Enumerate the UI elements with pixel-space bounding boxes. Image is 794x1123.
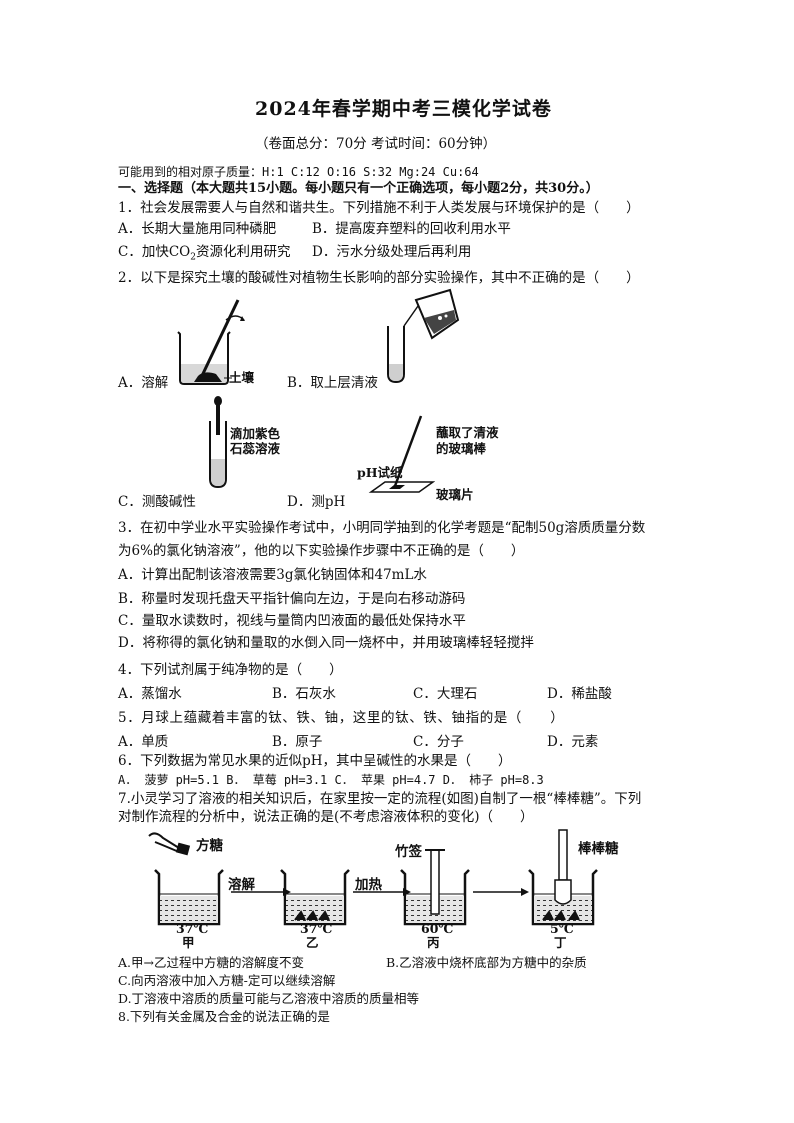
q1-stem: 1．社会发展需要人与自然和谐共生。下列措施不利于人类发展与环境保护的是（ ） bbox=[118, 200, 640, 216]
q2-option-a: A．溶解 bbox=[118, 375, 169, 391]
section-heading: 一、选择题（本大题共15小题。每小题只有一个正确选项，每小题2分，共30分。） bbox=[118, 181, 599, 196]
atomic-masses: 可能用到的相对原子质量：H:1 C:12 O:16 S:32 Mg:24 Cu:… bbox=[118, 165, 479, 179]
temp-bing: 60℃ bbox=[421, 921, 454, 936]
q5-option-a: A．单质 bbox=[118, 734, 169, 750]
q6-stem: 6．下列数据为常见水果的近似pH，其中呈碱性的水果是（ ） bbox=[118, 753, 512, 769]
q4-option-b: B．石灰水 bbox=[272, 686, 336, 702]
q6-options: A． 菠萝 pH=5.1 B． 草莓 pH=3.1 C． 苹果 pH=4.7 D… bbox=[118, 773, 544, 787]
beaker-jia bbox=[154, 869, 224, 926]
skewer-label: 竹签 bbox=[395, 844, 422, 860]
q1-option-a: A．长期大量施用同种磷肥 bbox=[118, 221, 277, 237]
q2-option-d: D．测pH bbox=[287, 494, 346, 510]
soil-label: 土壤 bbox=[229, 370, 255, 385]
q8-stem: 8.下列有关金属及合金的说法正确的是 bbox=[118, 1009, 330, 1024]
q2-figure-dropper bbox=[205, 395, 235, 491]
ph-paper-label: pH试纸 bbox=[357, 465, 403, 480]
name-jia: 甲 bbox=[182, 935, 195, 950]
q5-stem: 5．月球上蕴藏着丰富的钛、铁、铀，这里的钛、铁、铀指的是（ ） bbox=[118, 710, 565, 726]
q7-process-figure bbox=[135, 828, 675, 953]
q4-option-d: D．稀盐酸 bbox=[547, 686, 612, 702]
beaker-ding bbox=[528, 829, 598, 926]
q2-figure-ph-test bbox=[355, 412, 435, 498]
q7-stem-line1: 7.小灵学习了溶液的相关知识后，在家里按一定的流程(如图)自制了一根“棒棒糖”。… bbox=[118, 791, 642, 807]
lollipop-label: 棒棒糖 bbox=[578, 841, 619, 857]
dissolve-label: 溶解 bbox=[228, 877, 255, 893]
q1-option-c: C．加快CO2资源化利用研究 bbox=[118, 244, 291, 263]
temp-ding: 5℃ bbox=[550, 921, 574, 936]
rod-label-2: 的玻璃棒 bbox=[436, 441, 487, 456]
sugar-cube-label: 方糖 bbox=[196, 838, 223, 854]
q2-option-b: B．取上层清液 bbox=[287, 375, 378, 391]
name-yi: 乙 bbox=[306, 935, 319, 950]
q5-option-b: B．原子 bbox=[272, 734, 323, 750]
q4-option-a: A．蒸馏水 bbox=[118, 686, 182, 702]
q3-stem-line2: 为6%的氯化钠溶液”，他的以下实验操作步骤中不正确的是（ ） bbox=[118, 543, 525, 559]
name-ding: 丁 bbox=[554, 935, 567, 950]
q3-option-c: C．量取水读数时，视线与量筒内凹液面的最低处保持水平 bbox=[118, 613, 466, 629]
q7-option-b: B.乙溶液中烧杯底部为方糖中的杂质 bbox=[386, 955, 587, 970]
q2-option-c: C．测酸碱性 bbox=[118, 494, 196, 510]
q4-stem: 4．下列试剂属于纯净物的是（ ） bbox=[118, 662, 343, 678]
q3-option-b: B．称量时发现托盘天平指针偏向左边，于是向右移动游码 bbox=[118, 591, 466, 607]
q7-option-a: A.甲→乙过程中方糖的溶解度不变 bbox=[118, 955, 304, 970]
q3-stem-line1: 3．在初中学业水平实验操作考试中，小明同学抽到的化学考题是“配制50g溶质质量分… bbox=[118, 520, 646, 536]
q1-option-d: D．污水分级处理后再利用 bbox=[312, 244, 472, 260]
q1-option-b: B．提高废弃塑料的回收利用水平 bbox=[312, 221, 511, 237]
q7-option-d: D.丁溶液中溶质的质量可能与乙溶液中溶质的质量相等 bbox=[118, 991, 420, 1006]
dropper-label-2: 石蕊溶液 bbox=[230, 441, 281, 456]
q3-option-d: D．将称得的氯化钠和量取的水倒入同一烧杯中，并用玻璃棒轻轻搅拌 bbox=[118, 635, 534, 651]
exam-info: （卷面总分：70分 考试时间：60分钟） bbox=[255, 136, 497, 152]
temp-jia: 37℃ bbox=[176, 921, 209, 936]
q2-figure-dissolve bbox=[170, 290, 265, 386]
temp-yi: 37℃ bbox=[300, 921, 333, 936]
beaker-yi bbox=[280, 869, 350, 926]
q2-figure-pour bbox=[380, 288, 460, 388]
page-title: 2024年春学期中考三模化学试卷 bbox=[255, 98, 552, 120]
q7-stem-line2: 对制作流程的分析中，说法正确的是(不考虑溶液体积的变化)（ ） bbox=[118, 809, 534, 825]
glass-slide-label: 玻璃片 bbox=[436, 487, 474, 502]
name-bing: 丙 bbox=[427, 935, 440, 950]
beaker-bing bbox=[400, 849, 470, 926]
dropper-label-1: 滴加紫色 bbox=[230, 426, 281, 441]
q2-stem: 2．以下是探究土壤的酸碱性对植物生长影响的部分实验操作，其中不正确的是（ ） bbox=[118, 270, 640, 286]
rod-label-1: 蘸取了清液 bbox=[436, 425, 499, 440]
q5-option-d: D．元素 bbox=[547, 734, 599, 750]
q5-option-c: C．分子 bbox=[413, 734, 464, 750]
q3-option-a: A．计算出配制该溶液需要3g氯化钠固体和47mL水 bbox=[118, 567, 427, 583]
q4-option-c: C．大理石 bbox=[413, 686, 478, 702]
q7-option-c: C.向丙溶液中加入方糖-定可以继续溶解 bbox=[118, 973, 336, 988]
heat-label: 加热 bbox=[355, 877, 382, 893]
